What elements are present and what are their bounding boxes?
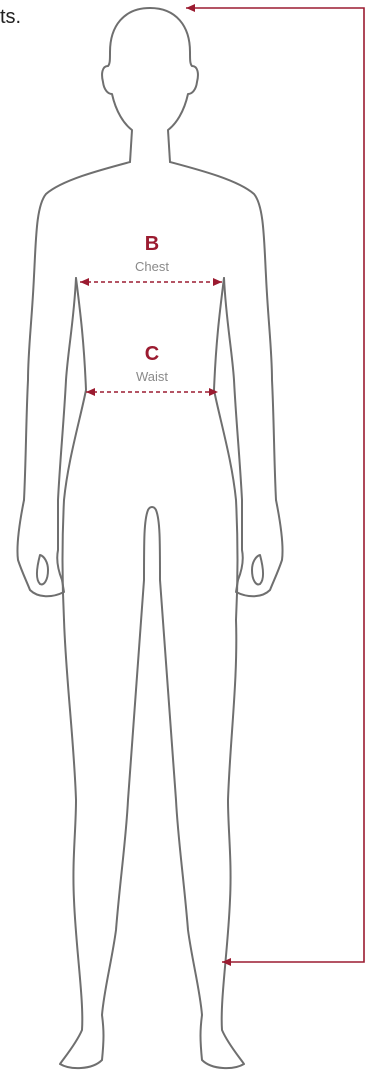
chest-letter: B	[145, 233, 159, 255]
waist-letter: C	[145, 343, 159, 365]
chest-label: Chest	[135, 259, 169, 274]
chest-measurement: B Chest	[80, 233, 222, 282]
waist-outline	[63, 278, 238, 620]
legs-outline	[60, 507, 244, 1068]
waist-measurement: C Waist	[86, 343, 218, 392]
body-silhouette	[17, 8, 282, 1068]
waist-label: Waist	[136, 369, 168, 384]
head-outline	[102, 8, 198, 162]
